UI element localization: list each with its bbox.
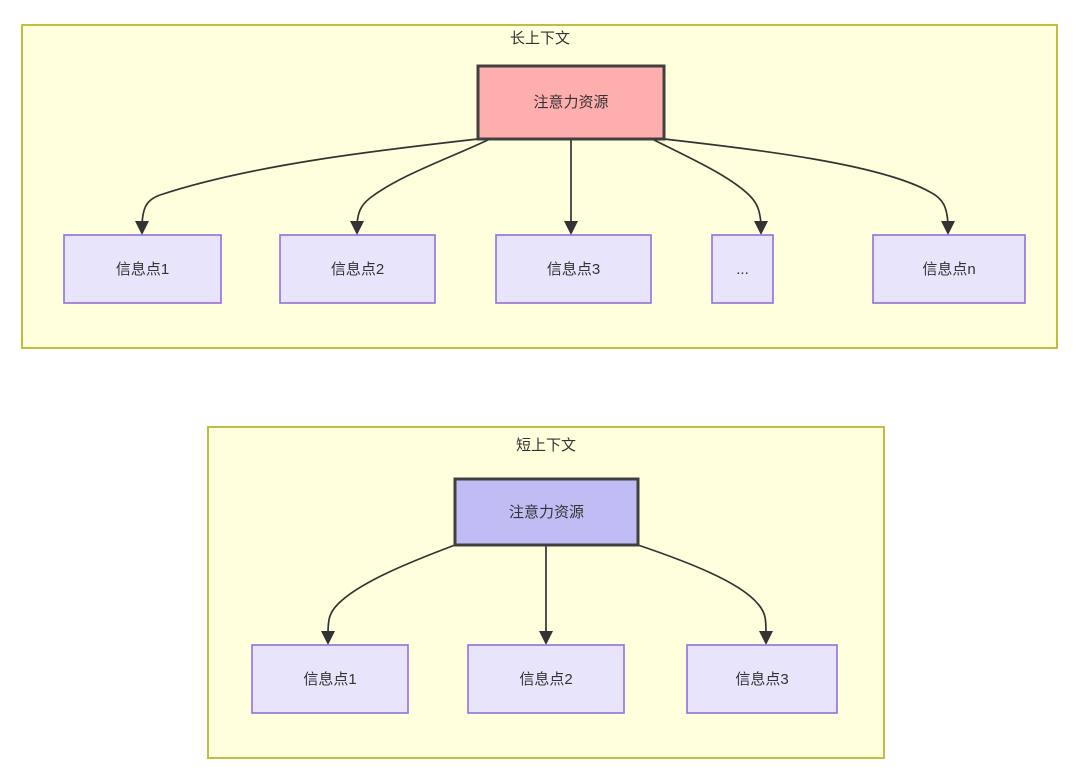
arrowhead-info-2 bbox=[350, 221, 364, 235]
arrowheads-short-context bbox=[321, 631, 773, 645]
edge-attention-to-short-info-3 bbox=[637, 544, 767, 635]
node-info-2[interactable]: 信息点2 bbox=[279, 234, 436, 304]
group-long-context-label: 长上下文 bbox=[510, 30, 570, 47]
node-attention-long[interactable]: 注意力资源 bbox=[476, 64, 666, 141]
node-info-ellipsis[interactable]: ... bbox=[711, 234, 774, 304]
node-info-3-label: 信息点3 bbox=[547, 261, 600, 278]
node-attention-long-rect bbox=[476, 64, 666, 141]
node-attention-long-label: 注意力资源 bbox=[533, 93, 608, 111]
node-info-n-rect bbox=[872, 234, 1026, 304]
arrowhead-info-3 bbox=[564, 221, 578, 235]
edge-attention-to-info-n bbox=[663, 138, 949, 225]
node-short-info-1-label: 信息点1 bbox=[303, 671, 356, 688]
group-short-context-label: 短上下文 bbox=[516, 437, 576, 454]
arrowheads-long-context bbox=[135, 221, 955, 235]
node-info-n-label: 信息点n bbox=[922, 261, 975, 278]
edge-attention-to-short-info-1 bbox=[327, 544, 456, 635]
node-attention-short-rect bbox=[453, 477, 640, 547]
node-short-info-2-rect bbox=[467, 644, 625, 714]
node-info-2-rect bbox=[279, 234, 436, 304]
node-info-3-rect bbox=[495, 234, 652, 304]
node-attention-short-label: 注意力资源 bbox=[509, 503, 584, 521]
node-info-ellipsis-rect bbox=[711, 234, 774, 304]
arrowhead-short-info-2 bbox=[539, 631, 553, 645]
node-info-1-label: 信息点1 bbox=[116, 261, 169, 278]
edge-attention-to-info-ellipsis bbox=[651, 138, 762, 225]
edges-short-context bbox=[327, 544, 767, 635]
arrowhead-info-1 bbox=[135, 221, 149, 235]
arrowhead-info-ellipsis bbox=[754, 221, 768, 235]
node-short-info-3-label: 信息点3 bbox=[735, 671, 788, 688]
node-info-n[interactable]: 信息点n bbox=[872, 234, 1026, 304]
group-long-context[interactable]: 长上下文 注意力资源 bbox=[21, 24, 1058, 349]
arrowhead-info-n bbox=[941, 221, 955, 235]
group-short-context[interactable]: 短上下文 注意力资源 信息点1 bbox=[207, 426, 885, 759]
node-short-info-2[interactable]: 信息点2 bbox=[467, 644, 625, 714]
edge-attention-to-info-2 bbox=[356, 138, 491, 225]
node-info-ellipsis-label: ... bbox=[736, 261, 749, 278]
node-info-2-label: 信息点2 bbox=[331, 261, 384, 278]
node-short-info-1[interactable]: 信息点1 bbox=[251, 644, 409, 714]
node-info-3[interactable]: 信息点3 bbox=[495, 234, 652, 304]
arrowhead-short-info-1 bbox=[321, 631, 335, 645]
node-short-info-2-label: 信息点2 bbox=[519, 671, 572, 688]
node-short-info-3[interactable]: 信息点3 bbox=[686, 644, 838, 714]
node-attention-short[interactable]: 注意力资源 bbox=[453, 477, 640, 547]
node-short-info-3-rect bbox=[686, 644, 838, 714]
arrowhead-short-info-3 bbox=[759, 631, 773, 645]
edge-attention-to-info-1 bbox=[141, 138, 479, 225]
node-info-1[interactable]: 信息点1 bbox=[63, 234, 222, 304]
edges-long-context bbox=[141, 138, 949, 225]
node-short-info-1-rect bbox=[251, 644, 409, 714]
node-info-1-rect bbox=[63, 234, 222, 304]
